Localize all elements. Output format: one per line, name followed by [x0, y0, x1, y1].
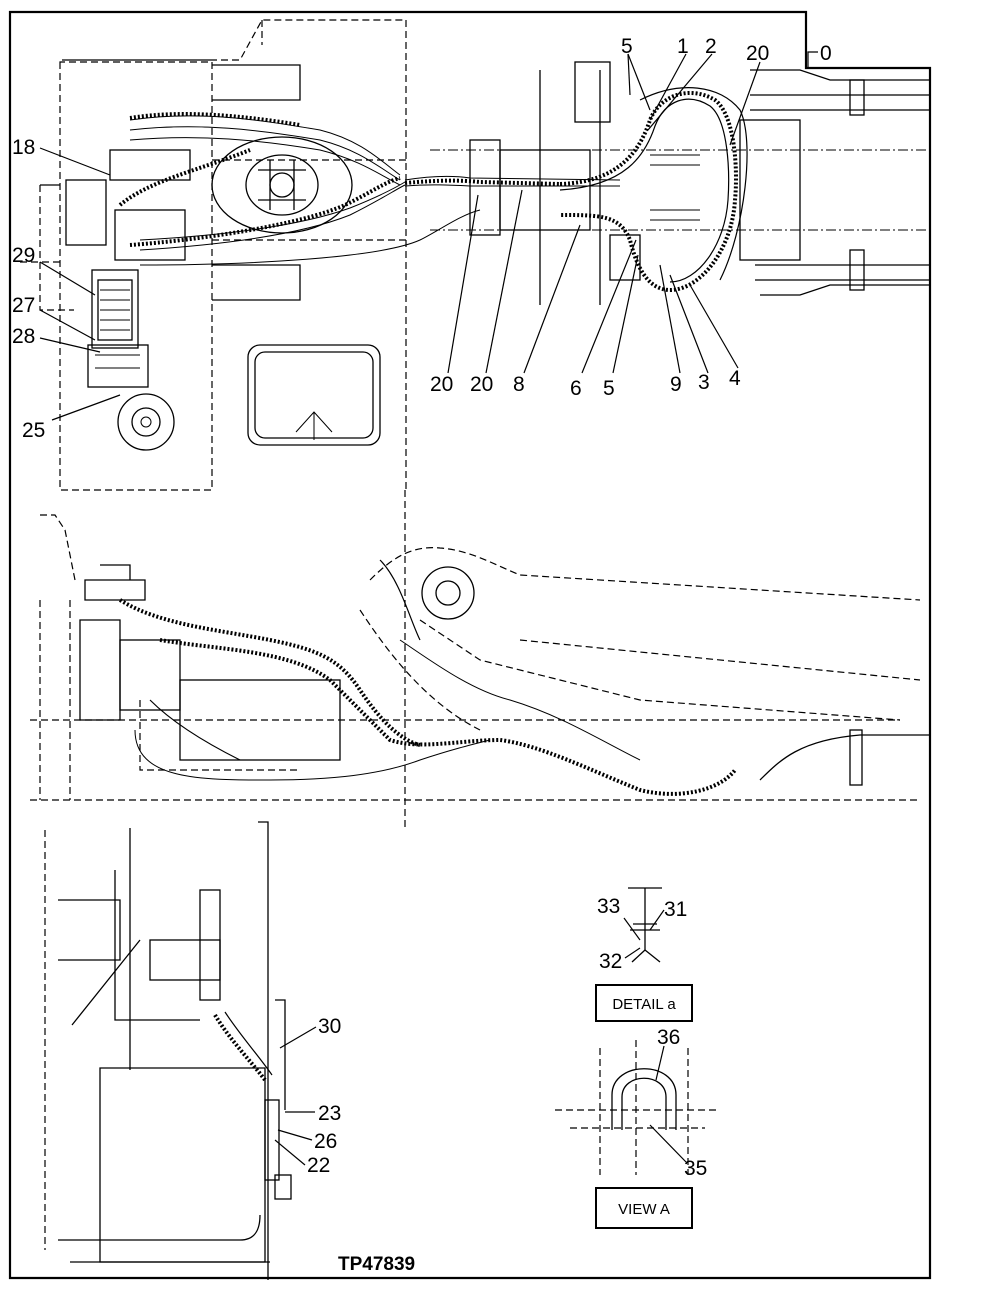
- callout-labels: 5 1 2 20 0 18 29 27 28 25 20 20 8 6 5 9 …: [12, 35, 832, 1180]
- callout-31: 31: [664, 898, 687, 921]
- view-a-drawing: [555, 1040, 720, 1175]
- top-view-machine: [20, 19, 930, 491]
- detail-a-drawing: [628, 887, 662, 963]
- callout-33: 33: [597, 895, 620, 918]
- drawing-frame: [8, 10, 932, 1280]
- callout-4: 4: [729, 367, 741, 390]
- callout-5-b: 5: [603, 377, 615, 400]
- callout-29: 29: [12, 244, 35, 267]
- callout-8: 8: [513, 373, 525, 396]
- view-a-label: VIEW A: [618, 1201, 670, 1218]
- callout-22: 22: [307, 1154, 330, 1177]
- bottom-left-view: [44, 821, 292, 1280]
- callout-5-top: 5: [621, 35, 633, 58]
- callout-0: 0: [820, 42, 832, 65]
- figure-code: TP47839: [338, 1254, 415, 1275]
- leader-lines: [39, 51, 818, 1166]
- callout-32: 32: [599, 950, 622, 973]
- callout-28: 28: [12, 325, 35, 348]
- callout-35: 35: [684, 1157, 707, 1180]
- callout-30: 30: [318, 1015, 341, 1038]
- callout-25: 25: [22, 419, 45, 442]
- callout-18: 18: [12, 136, 35, 159]
- callout-9: 9: [670, 373, 682, 396]
- callout-1: 1: [677, 35, 689, 58]
- callout-23: 23: [318, 1102, 341, 1125]
- view-a-box: [595, 1187, 693, 1229]
- callout-36: 36: [657, 1026, 680, 1049]
- detail-a-box: [595, 984, 693, 1022]
- callout-3: 3: [698, 371, 710, 394]
- callout-20-b: 20: [470, 373, 493, 396]
- side-view-machine: [30, 490, 930, 830]
- detail-a-label: DETAIL a: [612, 996, 676, 1013]
- callout-27: 27: [12, 294, 35, 317]
- callout-20-a: 20: [430, 373, 453, 396]
- callout-26: 26: [314, 1130, 337, 1153]
- callout-2: 2: [705, 35, 717, 58]
- callout-20-top: 20: [746, 42, 769, 65]
- callout-6: 6: [570, 377, 582, 400]
